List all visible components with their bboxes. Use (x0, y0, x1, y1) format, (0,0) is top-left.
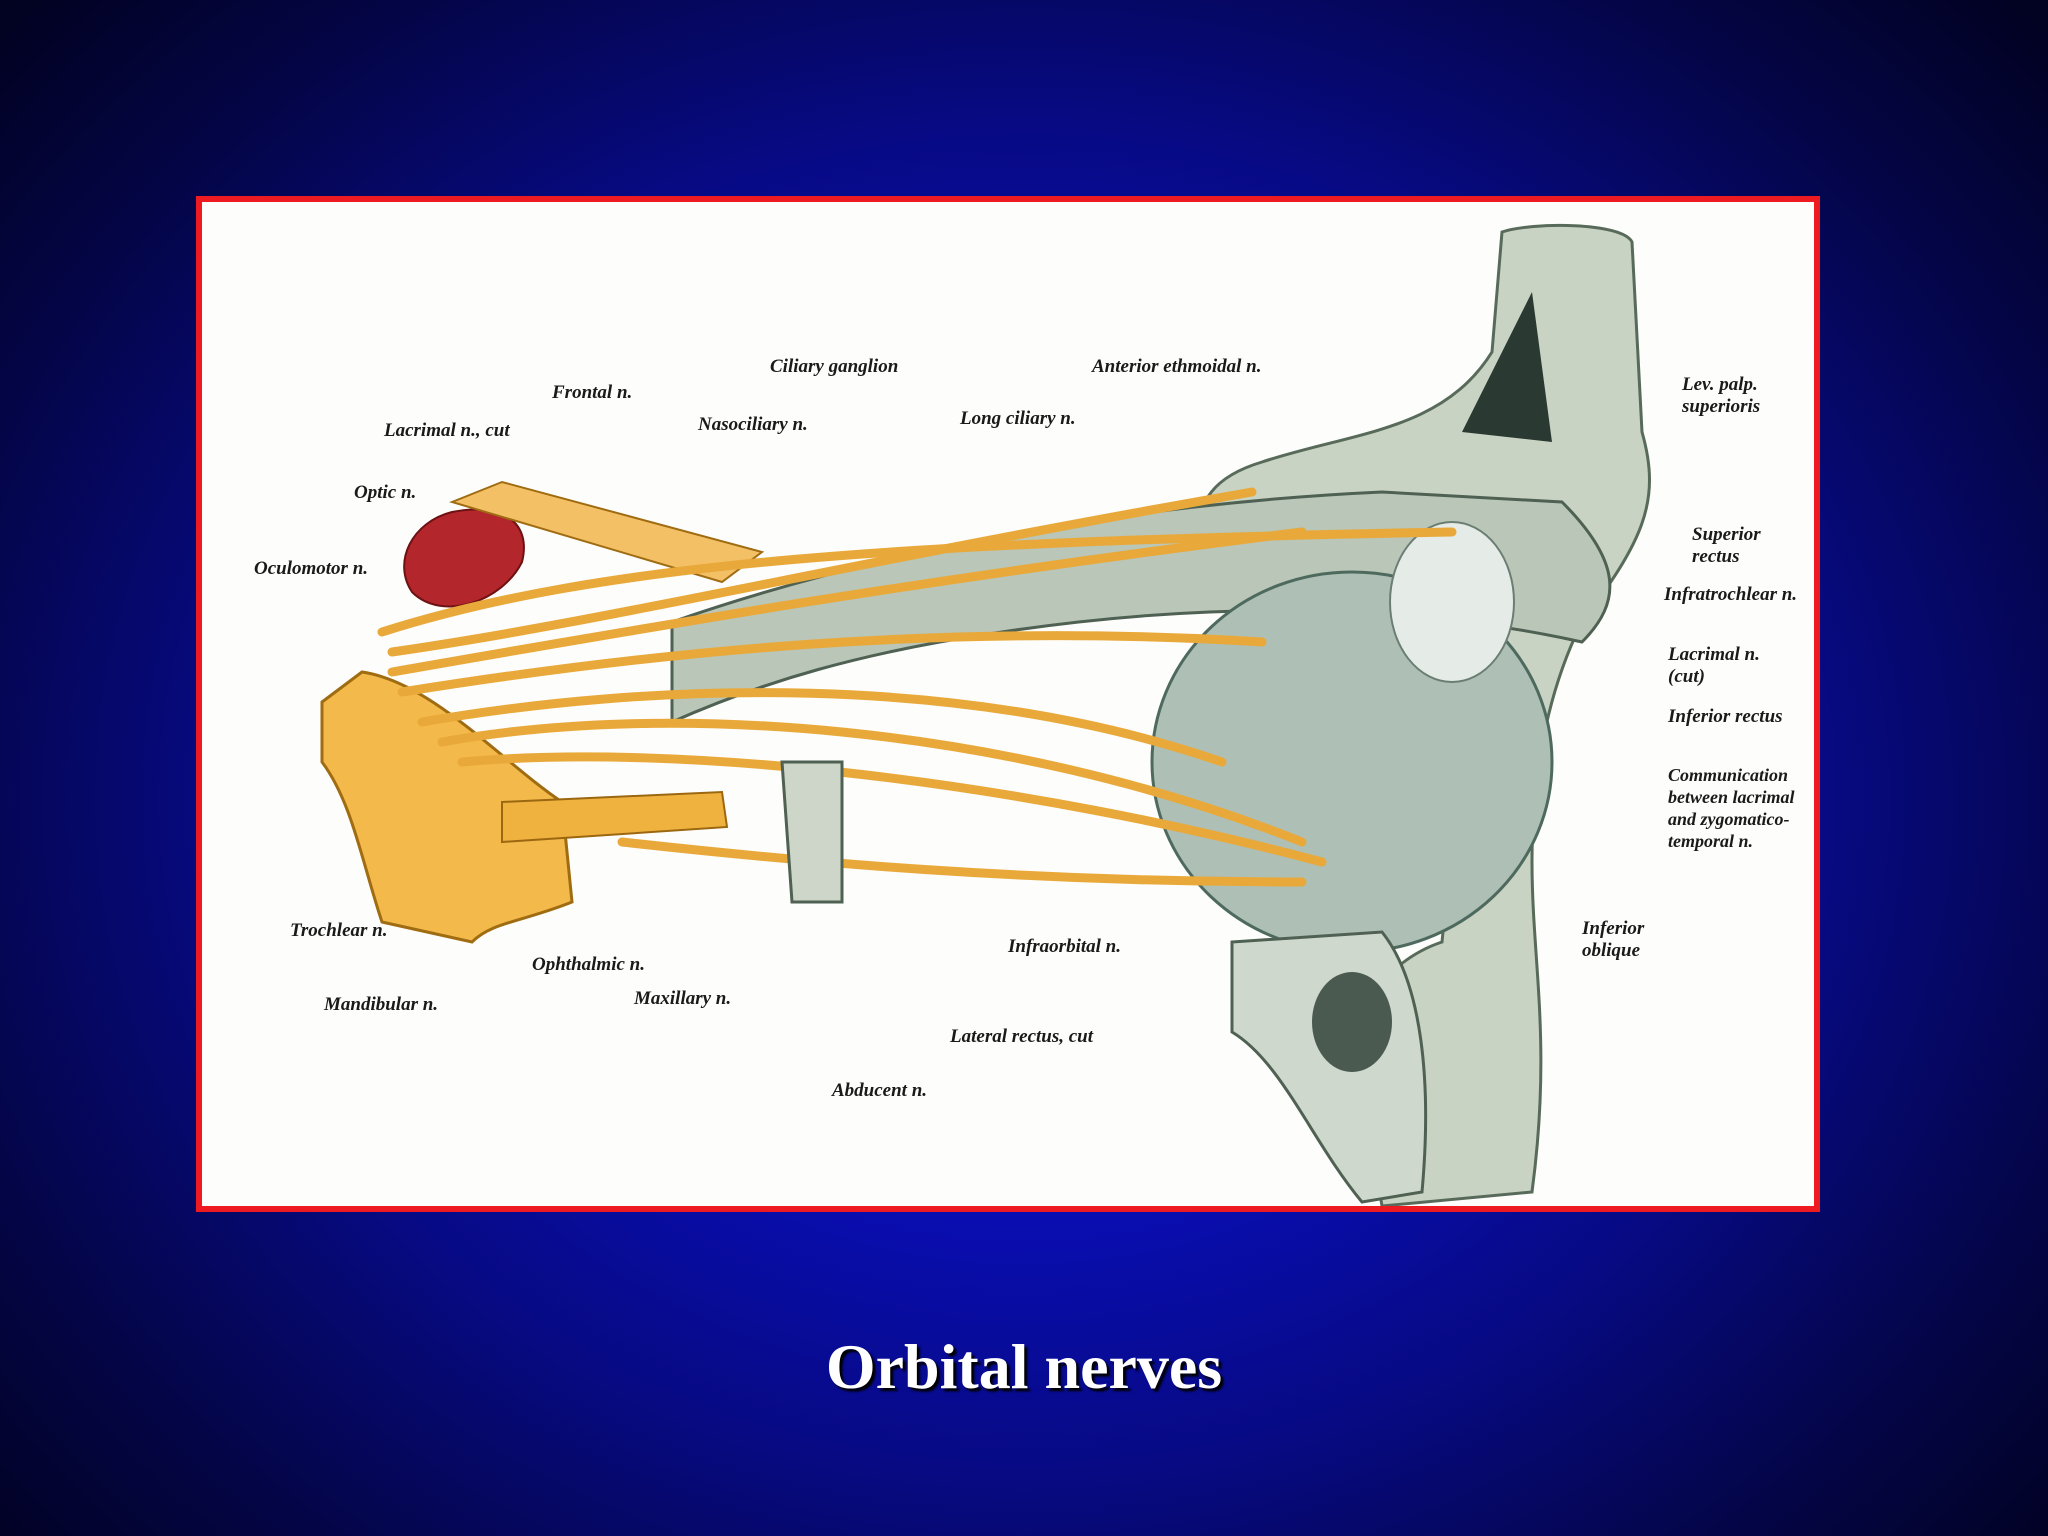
label-inferior-oblique: Inferior oblique (1582, 918, 1645, 961)
label-infratrochlear-n: Infratrochlear n. (1664, 584, 1798, 605)
optic-nerve (448, 480, 765, 584)
maxillary-bone (1230, 930, 1428, 1204)
label-nasociliary-n: Nasociliary n. (698, 414, 808, 435)
label-maxillary-n: Maxillary n. (634, 988, 732, 1009)
cornea (1389, 521, 1515, 683)
label-mandibular-n: Mandibular n. (324, 994, 439, 1015)
label-infraorbital-n: Infraorbital n. (1008, 936, 1121, 957)
frontal-sinus (1462, 292, 1552, 442)
label-oculomotor-n: Oculomotor n. (254, 558, 369, 579)
nerve-bundle (377, 487, 1457, 887)
slide-title: Orbital nerves (825, 1331, 1223, 1402)
label-anterior-ethmoidal-n: Anterior ethmoidal n. (1092, 356, 1262, 377)
label-optic-n: Optic n. (354, 482, 417, 503)
label-abducent-n: Abducent n. (832, 1080, 928, 1101)
internal-carotid-artery (403, 508, 525, 608)
label-long-ciliary-n: Long ciliary n. (960, 408, 1076, 429)
label-inferior-rectus: Inferior rectus (1668, 706, 1783, 727)
label-frontal-n: Frontal n. (552, 382, 633, 403)
lateral-rectus-stump (780, 760, 844, 904)
label-ciliary-ganglion: Ciliary ganglion (770, 356, 899, 377)
label-lacrimal-n-cut: Lacrimal n., cut (384, 420, 510, 441)
label-lev-palp-superioris: Lev. palp. superioris (1682, 374, 1761, 417)
anatomy-figure-frame: Frontal n. Ciliary ganglion Anterior eth… (196, 196, 1820, 1212)
maxillary-trunk (501, 790, 729, 844)
label-lacrimal-n-cut-right: Lacrimal n. (cut) (1668, 644, 1760, 687)
label-lateral-rectus-cut: Lateral rectus, cut (950, 1026, 1094, 1047)
label-communication-lacrimal-zygomatico: Communication between lacrimal and zygom… (1668, 765, 1795, 851)
label-ophthalmic-n: Ophthalmic n. (532, 954, 645, 975)
trigeminal-ganglion (320, 670, 574, 944)
orbital-nerves-illustration (320, 223, 1651, 1206)
label-trochlear-n: Trochlear n. (290, 920, 388, 941)
label-superior-rectus: Superior rectus (1692, 524, 1761, 567)
